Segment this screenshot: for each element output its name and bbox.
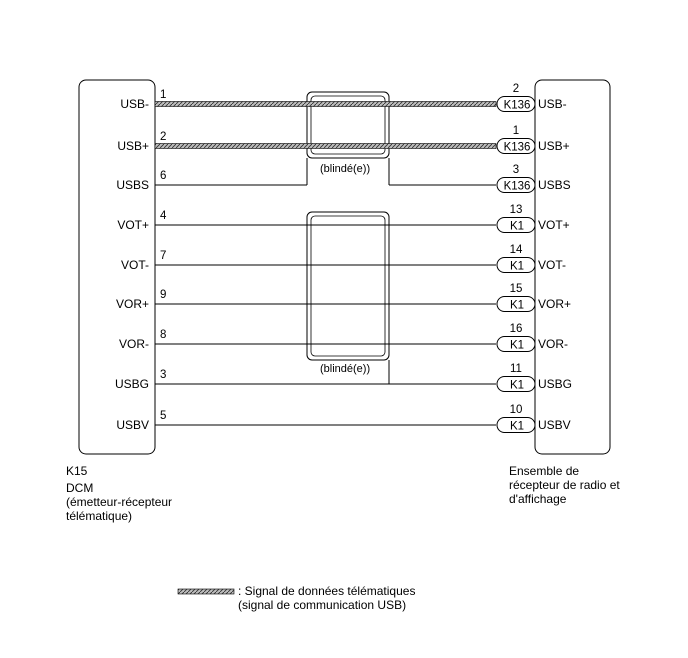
shield-2-inner xyxy=(310,215,386,357)
left-pin-number: 6 xyxy=(160,170,166,182)
right-pin-number: 2 xyxy=(513,83,519,95)
right-terminal-label: USB+ xyxy=(538,139,570,153)
radio-name-line-3: d'affichage xyxy=(509,492,567,506)
left-terminal-label: USBS xyxy=(116,178,149,192)
legend-line-1: : Signal de données télématiques xyxy=(238,584,415,598)
left-pin-number: 2 xyxy=(160,131,166,143)
dcm-name-line-1: DCM xyxy=(66,481,93,495)
legend-telematic-swatch xyxy=(177,588,235,595)
right-connector-code: K1 xyxy=(510,421,524,433)
shield-1-outer xyxy=(306,91,390,159)
left-pin-number: 8 xyxy=(160,329,166,341)
left-terminal-label: USB- xyxy=(120,97,149,111)
right-connector-pill xyxy=(496,177,536,193)
right-pin-number: 15 xyxy=(510,283,523,295)
left-terminal-label: USBG xyxy=(115,377,149,391)
telematic-wire xyxy=(154,101,497,107)
shield-2-label: (blindé(e)) xyxy=(320,363,370,375)
right-pin-number: 3 xyxy=(513,164,519,176)
right-terminal-label: VOR- xyxy=(538,337,568,351)
shield-1-label: (blindé(e)) xyxy=(320,163,370,175)
dcm-name-line-2: (émetteur-récepteur xyxy=(66,495,172,509)
left-pin-number: 9 xyxy=(160,289,166,301)
left-terminal-label: VOR+ xyxy=(116,297,149,311)
legend-line-2: (signal de communication USB) xyxy=(238,598,406,612)
dcm-component-box xyxy=(78,79,156,455)
right-terminal-label: VOR+ xyxy=(538,297,571,311)
right-connector-pill xyxy=(496,217,536,233)
dcm-name-line-3: télématique) xyxy=(66,509,132,523)
right-terminal-label: VOT- xyxy=(538,258,566,272)
radio-name-line-2: récepteur de radio et xyxy=(509,478,620,492)
shield-group: (blindé(e)) (blindé(e)) xyxy=(306,91,390,384)
right-connector-pill xyxy=(496,296,536,312)
left-terminal-label: VOR- xyxy=(119,337,149,351)
right-connector-pill xyxy=(496,96,536,112)
right-pin-number: 11 xyxy=(510,363,522,375)
right-terminal-label: USBS xyxy=(538,178,571,192)
left-terminal-label: VOT- xyxy=(121,258,149,272)
right-pin-number: 10 xyxy=(510,404,523,416)
dcm-connector-code: K15 xyxy=(66,464,88,478)
left-pin-number: 1 xyxy=(160,89,166,101)
right-pin-number: 1 xyxy=(513,125,519,137)
right-connector-code: K136 xyxy=(504,181,531,193)
left-terminal-label: USB+ xyxy=(117,139,149,153)
right-connector-code: K1 xyxy=(510,340,524,352)
right-connector-pill xyxy=(496,336,536,352)
shield-2-outer xyxy=(306,211,390,361)
left-pin-number: 5 xyxy=(160,410,166,422)
right-connector-code: K1 xyxy=(510,300,524,312)
telematic-wire xyxy=(154,143,497,149)
right-terminal-label: VOT+ xyxy=(538,218,570,232)
right-terminal-label: USB- xyxy=(538,97,567,111)
right-terminal-label: USBG xyxy=(538,377,572,391)
right-pin-number: 13 xyxy=(510,204,523,216)
left-terminal-label: USBV xyxy=(116,418,149,432)
right-connector-code: K1 xyxy=(510,221,524,233)
right-pin-number: 14 xyxy=(510,244,523,256)
right-pin-number: 16 xyxy=(510,323,523,335)
right-connector-code: K136 xyxy=(504,142,531,154)
shield-1-inner xyxy=(310,95,386,155)
right-connector-pill xyxy=(496,417,536,433)
right-connector-pill xyxy=(496,376,536,392)
right-connector-pill xyxy=(496,138,536,154)
right-connector-code: K1 xyxy=(510,261,524,273)
wire-group: USB-1K1362USB-USB+2K1361USB+USBS6K1363US… xyxy=(115,83,572,433)
right-terminal-label: USBV xyxy=(538,418,571,432)
left-pin-number: 4 xyxy=(160,210,167,222)
left-pin-number: 7 xyxy=(160,250,166,262)
right-connector-pill xyxy=(496,257,536,273)
right-connector-code: K1 xyxy=(510,380,524,392)
right-connector-code: K136 xyxy=(504,100,531,112)
left-pin-number: 3 xyxy=(160,369,166,381)
radio-name-line-1: Ensemble de xyxy=(509,464,579,478)
left-terminal-label: VOT+ xyxy=(117,218,149,232)
